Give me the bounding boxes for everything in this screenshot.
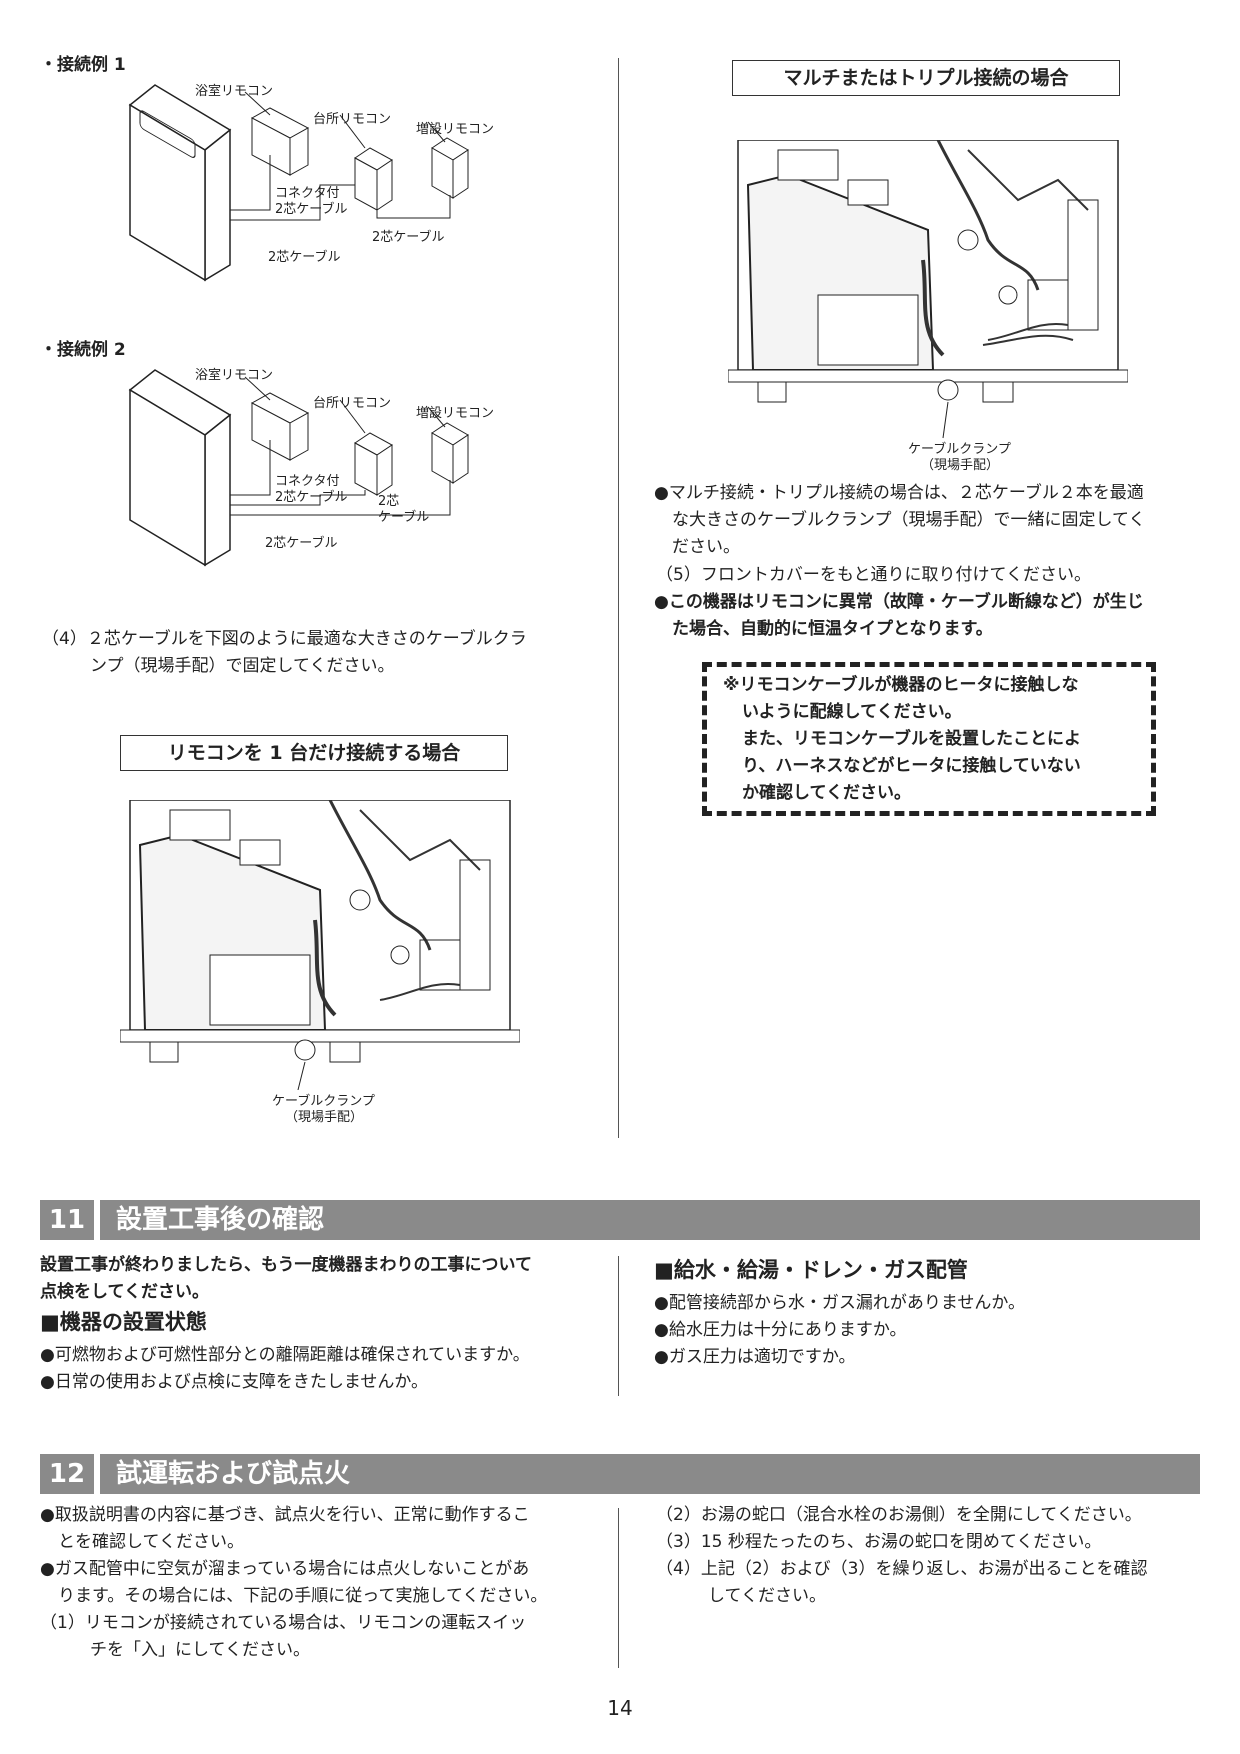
ex1-extra-remote-label: 増設リモコン: [416, 122, 495, 137]
connection-example2-diagram: [128, 369, 469, 567]
example2-title: ・接続例 2: [40, 340, 126, 360]
ex1-connector-cable-label-1: コネクタ付: [275, 186, 340, 201]
caution-line5: か確認してください。: [742, 783, 911, 803]
ex2-cable-c-label-1: 2芯: [378, 494, 400, 509]
example1-title: ・接続例 1: [40, 55, 126, 75]
sec12-step4-line1: （4）上記（2）および（3）を繰り返し、お湯が出ることを確認: [656, 1559, 1148, 1579]
single-remote-wiring-diagram: [120, 800, 520, 1090]
single-clamp-label-2: （現場手配）: [285, 1110, 364, 1125]
sec12-left2-line1: ●ガス配管中に空気が溜まっている場合には点火しないことがあ: [40, 1559, 530, 1579]
sec11-item-leak: ●配管接続部から水・ガス漏れがありませんか。: [654, 1293, 1025, 1313]
multi-bullet1-line2: な大きさのケーブルクランプ（現場手配）で一緒に固定してく: [672, 510, 1146, 530]
ex1-connector-cable-label-2: 2芯ケーブル: [275, 202, 348, 217]
connection-example1-diagram: [128, 84, 469, 282]
multi-remote-box-label: マルチまたはトリプル接続の場合: [732, 60, 1120, 96]
sec11-heading-installation: ■機器の設置状態: [40, 1310, 207, 1334]
sec12-step1-line1: （1）リモコンが接続されている場合は、リモコンの運転スイッ: [40, 1613, 527, 1633]
ex2-connector-cable-label-2: 2芯ケーブル: [275, 490, 348, 505]
fallback-bullet-line2: た場合、自動的に恒温タイプとなります。: [672, 619, 993, 639]
sec12-step4-line2: してください。: [708, 1586, 826, 1606]
ex1-kitchen-remote-label: 台所リモコン: [313, 112, 392, 127]
sec12-left2-line2: ります。その場合には、下記の手順に従って実施してください。: [58, 1586, 548, 1606]
ex1-cable-a-label: 2芯ケーブル: [268, 250, 341, 265]
ex2-kitchen-remote-label: 台所リモコン: [313, 396, 392, 411]
sec11-heading-piping: ■給水・給湯・ドレン・ガス配管: [654, 1258, 968, 1282]
caution-line3: また、リモコンケーブルを設置したことによ: [742, 729, 1081, 749]
multi-bullet1-line3: ださい。: [672, 537, 740, 557]
single-clamp-label-1: ケーブルクランプ: [272, 1094, 375, 1109]
multi-remote-wiring-diagram: [728, 140, 1128, 439]
sec11-item-water-pressure: ●給水圧力は十分にありますか。: [654, 1320, 907, 1340]
caution-line1: ※リモコンケーブルが機器のヒータに接触しな: [723, 675, 1079, 695]
caution-line4: り、ハーネスなどがヒータに接触していない: [742, 756, 1081, 776]
ex2-connector-cable-label-1: コネクタ付: [275, 474, 340, 489]
fallback-bullet-line1: ●この機器はリモコンに異常（故障・ケーブル断線など）が生じ: [654, 592, 1144, 612]
ex2-bath-remote-label: 浴室リモコン: [195, 368, 274, 383]
section12-header: 12 試運転および試点火: [40, 1454, 1200, 1494]
ex2-cable-b-label: 2芯ケーブル: [265, 536, 338, 551]
column-divider-sec12: [618, 1508, 619, 1668]
section12-title: 試運転および試点火: [116, 1459, 351, 1489]
ex2-extra-remote-label: 増設リモコン: [416, 406, 495, 421]
ex1-bath-remote-label: 浴室リモコン: [195, 84, 274, 99]
ex2-cable-c-label-2: ケーブル: [378, 510, 430, 525]
caution-line2: いように配線してください。: [742, 702, 962, 722]
section11-header: 11 設置工事後の確認: [40, 1200, 1200, 1240]
sec12-left1-line1: ●取扱説明書の内容に基づき、試点火を行い、正常に動作するこ: [40, 1505, 530, 1525]
multi-bullet1-line1: ●マルチ接続・トリプル接続の場合は、２芯ケーブル２本を最適: [654, 483, 1144, 503]
sec11-intro-line1: 設置工事が終わりましたら、もう一度機器まわりの工事について: [40, 1255, 532, 1275]
column-divider-sec11: [618, 1256, 619, 1396]
section11-number: 11: [40, 1200, 100, 1240]
sec12-step3: （3）15 秒程たったのち、お湯の蛇口を閉めてください。: [656, 1532, 1102, 1552]
section12-number: 12: [40, 1454, 100, 1494]
multi-clamp-label-2: （現場手配）: [921, 458, 1000, 473]
sec11-item-gas-pressure: ●ガス圧力は適切ですか。: [654, 1347, 856, 1367]
single-remote-box-label: リモコンを 1 台だけ接続する場合: [120, 735, 508, 771]
step5: （5）フロントカバーをもと通りに取り付けてください。: [656, 565, 1091, 585]
caution-dashed-box: [702, 662, 1156, 816]
sec11-item-maintenance: ●日常の使用および点検に支障をきたしませんか。: [40, 1372, 428, 1392]
section11-title: 設置工事後の確認: [116, 1205, 325, 1235]
page-number: 14: [607, 1696, 633, 1720]
sec12-step1-line2: チを「入」にしてください。: [90, 1640, 310, 1660]
step4-line1: （4）２芯ケーブルを下図のように最適な大きさのケーブルクラ: [42, 629, 527, 649]
sec11-item-clearance: ●可燃物および可燃性部分との離隔距離は確保されていますか。: [40, 1345, 530, 1365]
sec12-left1-line2: とを確認してください。: [58, 1532, 244, 1552]
ex1-cable-b-label: 2芯ケーブル: [372, 230, 445, 245]
step4-line2: ンプ（現場手配）で固定してください。: [90, 656, 395, 676]
multi-clamp-label-1: ケーブルクランプ: [908, 442, 1011, 457]
sec12-step2: （2）お湯の蛇口（混合水栓のお湯側）を全開にしてください。: [656, 1505, 1142, 1525]
column-divider-top: [618, 58, 619, 1138]
sec11-intro-line2: 点検をしてください。: [40, 1282, 209, 1302]
